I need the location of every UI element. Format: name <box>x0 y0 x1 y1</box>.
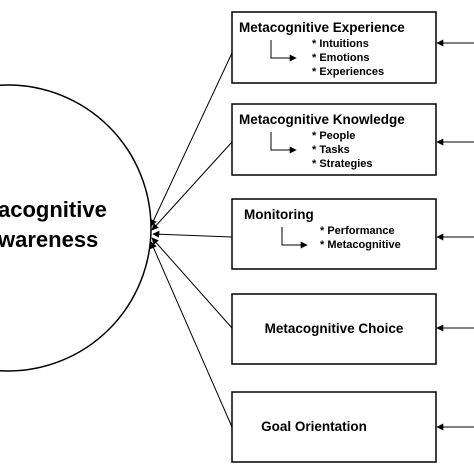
box-title-metacognitive-experience: Metacognitive Experience <box>239 20 405 35</box>
item-performance: * Performance <box>320 225 395 237</box>
central-concept-line-1: acognitive <box>0 197 107 222</box>
item-tasks: * Tasks <box>312 144 350 156</box>
bracket-arrow-experience <box>270 40 297 62</box>
central-concept-circle <box>0 84 152 372</box>
item-people: * People <box>312 130 355 142</box>
central-concept-line-2: wareness <box>0 227 98 252</box>
arrow-monitoring-to-awareness <box>152 230 233 238</box>
arrow-knowledge-to-awareness <box>151 141 233 231</box>
item-strategies: * Strategies <box>312 158 373 170</box>
item-experiences: * Experiences <box>312 66 384 78</box>
item-metacognitive: * Metacognitive <box>320 239 401 251</box>
box-metacognitive-choice <box>231 293 437 365</box>
bracket-arrow-monitoring <box>281 227 308 249</box>
item-intuitions: * Intuitions <box>312 38 369 50</box>
box-goal-orientation <box>231 391 437 463</box>
box-title-goal-orientation: Goal Orientation <box>261 419 367 434</box>
arrow-goal-to-awareness <box>150 241 233 428</box>
box-title-monitoring: Monitoring <box>244 207 314 222</box>
arrow-experience-to-awareness <box>150 52 233 227</box>
bracket-arrow-knowledge <box>270 132 297 154</box>
item-emotions: * Emotions <box>312 52 369 64</box>
box-monitoring <box>231 198 437 270</box>
arrow-choice-to-awareness <box>151 237 233 329</box>
box-title-metacognitive-knowledge: Metacognitive Knowledge <box>239 112 405 127</box>
box-metacognitive-knowledge <box>231 103 437 176</box>
box-title-metacognitive-choice: Metacognitive Choice <box>265 321 404 336</box>
box-metacognitive-experience <box>231 11 437 84</box>
